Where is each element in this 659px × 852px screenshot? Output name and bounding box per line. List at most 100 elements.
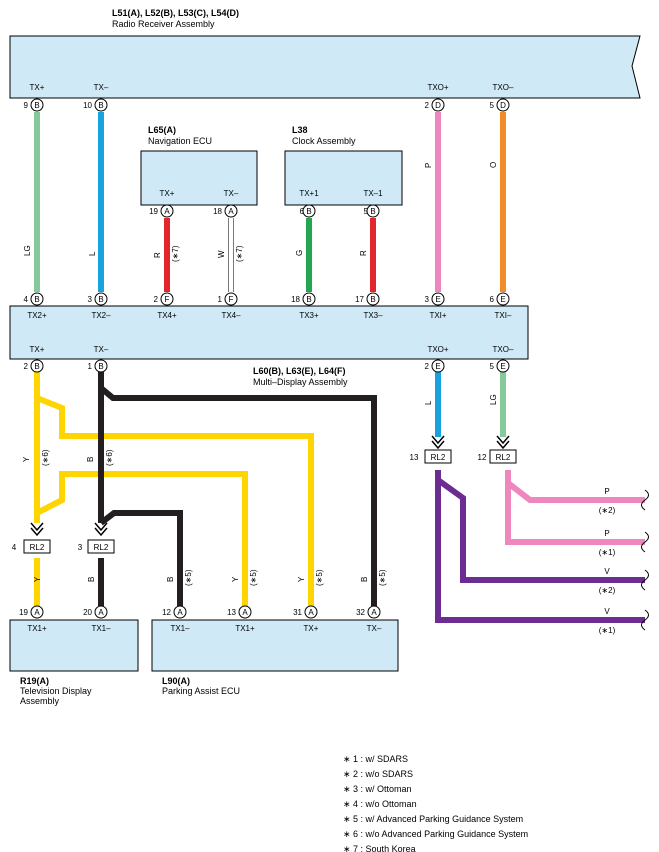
label-note5-c: (∗5) bbox=[315, 569, 324, 586]
terminal-name: TX3+ bbox=[299, 311, 319, 320]
television-display-name-1: Television Display bbox=[20, 686, 92, 696]
terminal-name: TX– bbox=[224, 189, 239, 198]
terminal-name: TXO+ bbox=[427, 83, 448, 92]
note-5: ∗ 5 : w/ Advanced Parking Guidance Syste… bbox=[343, 814, 523, 824]
connector-circle bbox=[224, 204, 238, 218]
connector-circle bbox=[238, 605, 252, 619]
connector-letter: B bbox=[98, 362, 103, 371]
connector-circle bbox=[302, 204, 316, 218]
notes: ∗ 1 : w/ SDARS ∗ 2 : w/o SDARS ∗ 3 : w/ … bbox=[343, 754, 528, 852]
svg-text:13: 13 bbox=[410, 453, 419, 462]
radio-receiver-ids: L51(A), L52(B), L53(C), L54(D) bbox=[112, 8, 239, 18]
pin-number: 6 bbox=[300, 207, 305, 216]
pin-number: 5 bbox=[490, 362, 495, 371]
continuation-marks bbox=[641, 489, 649, 631]
pin-number: 5 bbox=[490, 101, 495, 110]
terminal-mda_bot-b4: E5 TXO– bbox=[490, 345, 514, 373]
terminal-name: TX1+ bbox=[27, 624, 47, 633]
terminal-radio-r4: D5 TXO– bbox=[490, 83, 514, 112]
svg-text:4: 4 bbox=[12, 543, 17, 552]
connector-circle bbox=[496, 98, 510, 112]
pin-number: 1 bbox=[218, 295, 223, 304]
svg-text:RL2: RL2 bbox=[94, 543, 109, 552]
relay-tv-tx1minus: RL2 3 bbox=[78, 539, 115, 554]
parking-assist-ids: L90(A) bbox=[162, 676, 190, 686]
connector-letter: A bbox=[242, 608, 248, 617]
pin-number: 18 bbox=[213, 207, 222, 216]
terminal-name: TX+ bbox=[30, 83, 45, 92]
pin-number: 20 bbox=[83, 608, 92, 617]
pin-number: 6 bbox=[490, 295, 495, 304]
terminal-name: TX+ bbox=[30, 345, 45, 354]
connector-circle bbox=[94, 292, 108, 306]
terminal-name: TX+ bbox=[160, 189, 175, 198]
connector-letter: D bbox=[500, 101, 506, 110]
label-note5-b: (∗5) bbox=[249, 569, 258, 586]
label-p-a: P bbox=[604, 487, 609, 496]
connector-circle bbox=[224, 292, 238, 306]
label-y-1: Y bbox=[22, 456, 31, 462]
label-v-a: V bbox=[604, 567, 610, 576]
terminal-name: TX1– bbox=[170, 624, 190, 633]
connector-letter: B bbox=[306, 295, 311, 304]
connector-letter: A bbox=[228, 207, 234, 216]
wire-y-rl2-to-pa-tx1plus bbox=[35, 471, 248, 606]
connector-circle bbox=[431, 98, 445, 112]
connector-letter: E bbox=[500, 362, 505, 371]
label-y-3: Y bbox=[231, 576, 240, 582]
connector-circle bbox=[160, 292, 174, 306]
connector-letter: A bbox=[177, 608, 183, 617]
connector-circle bbox=[367, 605, 381, 619]
connector-circle bbox=[366, 204, 380, 218]
pin-number: 3 bbox=[425, 295, 430, 304]
connector-circle bbox=[30, 605, 44, 619]
label-p-b: P bbox=[604, 529, 609, 538]
terminal-name: TXO– bbox=[493, 83, 514, 92]
label-l-2: L bbox=[424, 400, 433, 405]
label-l-1: L bbox=[88, 251, 97, 256]
connector-letter: B bbox=[34, 295, 39, 304]
connector-letter: B bbox=[34, 362, 39, 371]
label-b-4: B bbox=[360, 577, 369, 582]
terminal-name: TX– bbox=[94, 83, 109, 92]
wire-p-2 bbox=[505, 470, 645, 503]
terminal-name: TX4+ bbox=[157, 311, 177, 320]
pin-number: 19 bbox=[149, 207, 158, 216]
connector-letter: B bbox=[370, 207, 375, 216]
terminal-name: TX2+ bbox=[27, 311, 47, 320]
label-v-b: V bbox=[604, 607, 610, 616]
terminal-name: TX1+ bbox=[235, 624, 255, 633]
label-note7-a: (∗7) bbox=[171, 245, 180, 262]
wire-p-1 bbox=[505, 470, 645, 545]
connector-letter: E bbox=[500, 295, 505, 304]
pin-number: 10 bbox=[83, 101, 92, 110]
radio-receiver-name: Radio Receiver Assembly bbox=[112, 19, 215, 29]
terminal-name: TXI– bbox=[495, 311, 512, 320]
wire-v-1 bbox=[435, 470, 645, 623]
label-y-4: Y bbox=[297, 576, 306, 582]
label-y-2: Y bbox=[33, 576, 42, 582]
label-note6-a: (∗6) bbox=[41, 449, 50, 466]
note-1: ∗ 1 : w/ SDARS bbox=[343, 754, 408, 764]
relay-l: RL2 13 bbox=[410, 449, 452, 464]
connector-letter: F bbox=[229, 295, 234, 304]
terminal-name: TX4– bbox=[221, 311, 241, 320]
wires bbox=[34, 112, 645, 623]
connector-circle bbox=[496, 359, 510, 373]
clock-assembly-box bbox=[284, 150, 403, 206]
pin-number: 5 bbox=[364, 207, 369, 216]
terminal-name: TXO– bbox=[493, 345, 514, 354]
terminal-name: TXO+ bbox=[427, 345, 448, 354]
